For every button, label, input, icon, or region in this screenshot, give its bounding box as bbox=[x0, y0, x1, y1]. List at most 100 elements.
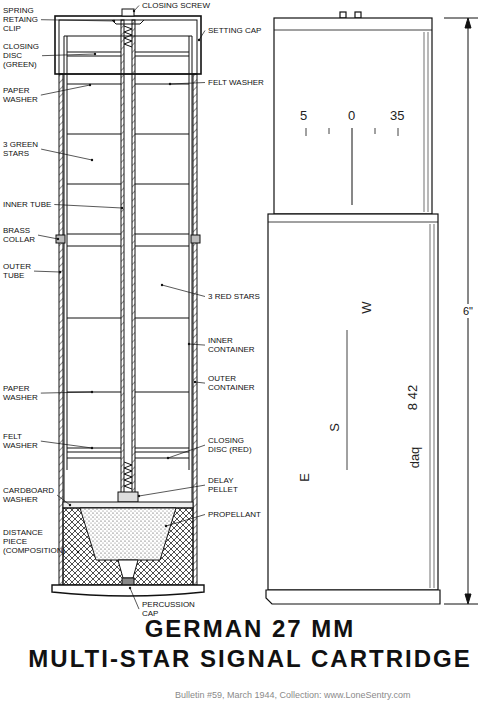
leader-dot bbox=[198, 39, 200, 41]
washer-line bbox=[135, 56, 189, 57]
leader-dot bbox=[91, 391, 93, 393]
leader-dot bbox=[161, 284, 163, 286]
leader-line bbox=[130, 588, 139, 609]
inner-tube-wall bbox=[121, 20, 124, 500]
inner-container bbox=[189, 36, 190, 470]
base-rim bbox=[52, 585, 204, 596]
leader-line bbox=[41, 441, 92, 448]
part-label: DELAY PELLET bbox=[208, 476, 264, 494]
leader-line bbox=[199, 31, 205, 41]
leader-line bbox=[38, 235, 58, 239]
base-rim-exterior bbox=[266, 590, 440, 604]
part-label: PAPER WASHER bbox=[3, 86, 53, 104]
leader-line bbox=[162, 285, 205, 297]
leader-line bbox=[166, 515, 205, 527]
part-label: FELT WASHER bbox=[208, 78, 264, 87]
leader-dot bbox=[94, 53, 96, 55]
title: GERMAN 27 MM MULTI-STAR SIGNAL CARTRIDGE bbox=[15, 614, 485, 674]
part-label: 3 GREEN STARS bbox=[3, 140, 53, 158]
washer-line bbox=[67, 234, 121, 235]
spring bbox=[124, 26, 132, 47]
washer-line bbox=[67, 246, 121, 247]
retaining-clip bbox=[112, 20, 144, 24]
closing-screw bbox=[122, 9, 134, 16]
body-marking: 5 bbox=[300, 108, 307, 123]
part-label: BRASS COLLAR bbox=[3, 226, 53, 244]
index-line bbox=[352, 128, 353, 205]
leader-dot bbox=[113, 20, 115, 22]
part-label: CARDBOARD WASHER bbox=[3, 486, 53, 504]
washer-line bbox=[135, 246, 189, 247]
washer-line bbox=[135, 134, 189, 135]
washer-line bbox=[67, 452, 121, 453]
part-label: INNER CONTAINER bbox=[208, 336, 264, 354]
leader-line bbox=[34, 271, 60, 273]
leader-dot bbox=[167, 457, 169, 459]
flash-channel bbox=[118, 560, 138, 578]
washer-line bbox=[135, 234, 189, 235]
propellant bbox=[80, 508, 176, 560]
brass-collar bbox=[56, 235, 65, 243]
washer-line bbox=[67, 458, 121, 459]
leader-line bbox=[41, 85, 90, 95]
leader-dot bbox=[89, 84, 91, 86]
arrowhead bbox=[465, 18, 471, 28]
washer-line bbox=[67, 84, 121, 85]
shading bbox=[428, 32, 429, 212]
outer-tube-wall bbox=[193, 74, 197, 585]
part-label: DISTANCE PIECE (COMPOSITION) bbox=[3, 528, 53, 556]
brass-collar bbox=[191, 235, 200, 243]
delay-pellet bbox=[118, 492, 138, 502]
collar-edge bbox=[268, 222, 438, 223]
extension-line bbox=[444, 604, 478, 605]
washer-line bbox=[135, 448, 189, 449]
washer-line bbox=[135, 458, 189, 459]
leader-line bbox=[168, 445, 205, 458]
leader-line bbox=[54, 205, 122, 209]
leader-dot bbox=[133, 10, 135, 12]
leader-dot bbox=[138, 495, 140, 497]
leader-dot bbox=[59, 271, 61, 273]
leader-dot bbox=[57, 238, 59, 240]
body-marking: 0 bbox=[348, 108, 355, 123]
inner-tube-wall bbox=[132, 20, 135, 500]
washer-line bbox=[135, 392, 189, 393]
leader-dot bbox=[169, 83, 171, 85]
dimension-label: 6" bbox=[463, 304, 473, 318]
body-marking: E bbox=[297, 473, 312, 482]
shading bbox=[430, 224, 431, 588]
leader-line bbox=[41, 392, 92, 393]
scale-tick bbox=[306, 128, 307, 136]
leader-line bbox=[41, 20, 114, 21]
leader-line bbox=[57, 495, 70, 505]
outer-container bbox=[64, 36, 65, 502]
body-marking: S bbox=[327, 423, 342, 432]
washer-line bbox=[67, 134, 121, 135]
body-marking: daq bbox=[407, 447, 422, 469]
body-marking: W bbox=[359, 301, 374, 313]
setting-cap-exterior bbox=[274, 18, 432, 214]
scale-tick bbox=[398, 128, 399, 136]
scale-tick bbox=[329, 128, 330, 134]
cap-edge bbox=[274, 30, 432, 31]
spring bbox=[124, 462, 132, 489]
washer-line bbox=[67, 318, 121, 319]
part-label: 3 RED STARS bbox=[208, 292, 264, 301]
leader-dot bbox=[165, 525, 167, 527]
washer-line bbox=[135, 184, 189, 185]
body-marking: 8 42 bbox=[405, 385, 420, 410]
part-label: CLOSING SCREW bbox=[142, 1, 212, 10]
cap-inner bbox=[59, 20, 197, 74]
leader-dot bbox=[91, 447, 93, 449]
part-label: OUTER TUBE bbox=[3, 262, 53, 280]
body-marking: 35 bbox=[390, 108, 404, 123]
leader-dot bbox=[69, 504, 71, 506]
extension-line bbox=[444, 18, 478, 19]
cap-screw bbox=[340, 12, 346, 18]
part-label: PAPER WASHER bbox=[3, 384, 53, 402]
shading bbox=[434, 224, 435, 588]
leader-dot bbox=[121, 207, 123, 209]
watermark: Bulletin #59, March 1944, Collection: ww… bbox=[175, 690, 410, 700]
leader-dot bbox=[91, 159, 93, 161]
